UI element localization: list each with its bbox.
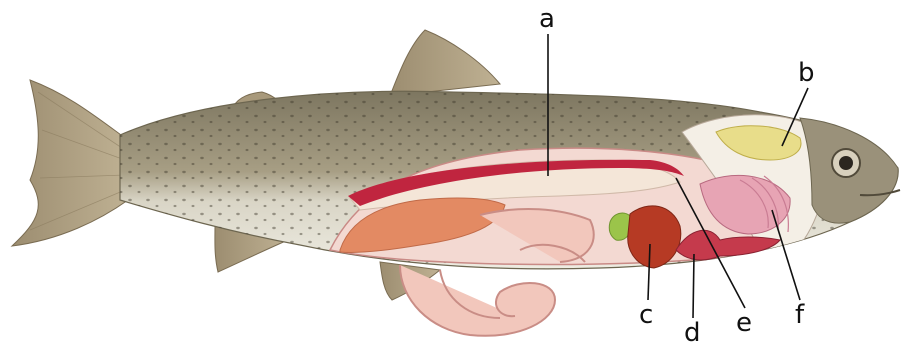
dorsal-fin [390,30,500,96]
label-f: f [795,302,804,328]
label-e: e [736,310,752,336]
label-b: b [798,60,815,86]
label-c: c [639,302,653,328]
leader-line-d [693,254,694,318]
label-a: a [539,6,555,32]
caudal-fin [12,80,128,246]
label-d: d [684,320,701,346]
